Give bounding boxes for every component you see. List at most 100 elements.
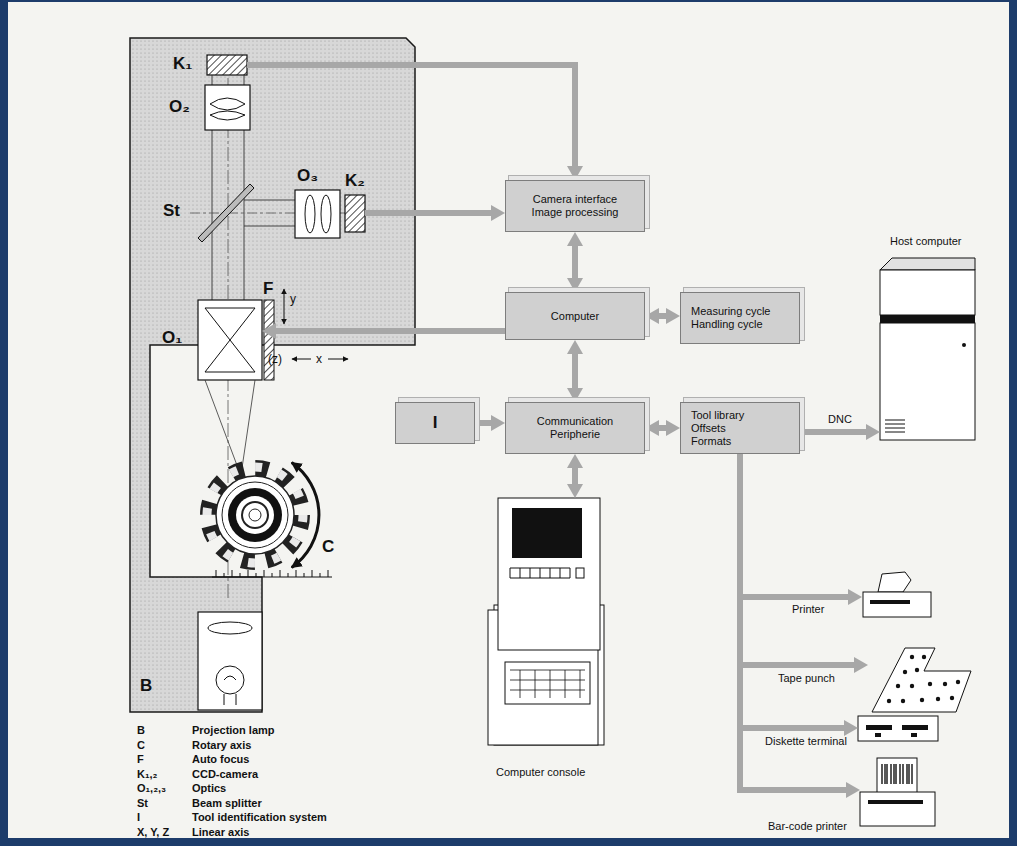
- cutter-body: [222, 482, 288, 548]
- connector-arrow: [740, 454, 860, 798]
- rotary-arrow: [292, 463, 319, 568]
- computer-console-icon: [488, 498, 604, 745]
- arrow-head: [567, 454, 583, 468]
- process-box: Computer: [505, 292, 645, 340]
- arrow-head: [262, 323, 276, 339]
- connector-arrow: [740, 454, 858, 736]
- part-label: B: [140, 676, 152, 696]
- legend-code: O₁,₂,₃: [137, 782, 166, 795]
- disk-button: [911, 733, 917, 737]
- cutter-bore: [249, 509, 261, 521]
- console-monitor: [498, 498, 600, 650]
- connector-arrow: [567, 232, 583, 292]
- optical-axis: [190, 213, 295, 214]
- diskette-terminal: Diskette terminal: [858, 716, 938, 742]
- legend-text: Optics: [192, 782, 226, 795]
- connector-line: [740, 454, 858, 665]
- optics: [205, 85, 250, 130]
- tape-holes: [887, 655, 960, 703]
- legend-text: Tool identification system: [192, 811, 327, 824]
- printer-slot: [870, 600, 910, 604]
- scale-ticks: [212, 570, 332, 577]
- connector-arrow: [475, 415, 505, 431]
- host-vents: [885, 420, 905, 432]
- optics: [295, 190, 340, 238]
- legend-text: Auto focus: [192, 753, 249, 766]
- axis-label: (z): [268, 352, 282, 366]
- printer-paper: [878, 572, 911, 592]
- beam-line: [244, 226, 295, 227]
- connector-line: [272, 328, 505, 334]
- disk-body: [858, 716, 938, 741]
- host-top: [880, 258, 975, 270]
- printer-slot: [868, 800, 923, 804]
- disk-slot: [866, 725, 892, 730]
- ccd-camera: [345, 195, 365, 232]
- connector-line: [365, 210, 495, 216]
- barcode-printer: Bar-code printer: [860, 758, 935, 828]
- diskette-terminal-icon: [858, 716, 938, 741]
- lamp-part: B: [198, 612, 262, 710]
- legend-code: I: [137, 811, 140, 824]
- arrow-head: [567, 166, 583, 180]
- legend-code: X, Y, Z: [137, 826, 169, 839]
- host-lower: [880, 323, 975, 440]
- box-text: Computer: [551, 310, 599, 323]
- legend-text: Beam splitter: [192, 797, 262, 810]
- connector-arrow: [247, 65, 583, 180]
- device-caption: Printer: [792, 603, 824, 616]
- host-led: [962, 343, 966, 347]
- optics-part: O₃: [295, 190, 340, 238]
- beam-line: [244, 200, 295, 201]
- axis-arrow: [284, 289, 285, 324]
- connector-arrow: [800, 424, 880, 440]
- cutter-teeth: [207, 467, 303, 563]
- ccd-camera-part: K₂: [345, 195, 365, 232]
- lens: [210, 98, 245, 110]
- beam-line: [212, 130, 213, 300]
- device-caption: Bar-code printer: [768, 820, 847, 833]
- label-paper: [877, 758, 917, 796]
- box-text: Tool library Offsets Formats: [691, 409, 757, 448]
- arrow-head: [491, 205, 505, 221]
- cutter-bore: [242, 502, 268, 528]
- arrow-head: [666, 308, 680, 324]
- host-band: [880, 315, 975, 323]
- connector-arrow: [645, 420, 680, 436]
- legend-text: Projection lamp: [192, 724, 275, 737]
- legend-code: F: [137, 753, 144, 766]
- beam-line: [244, 130, 245, 300]
- connector-line: [740, 454, 852, 597]
- lens-cross: [205, 308, 255, 372]
- console-button: [576, 568, 584, 578]
- beam-line: [244, 75, 245, 85]
- barcode: [882, 764, 912, 784]
- arrow-head: [844, 720, 858, 736]
- cutter-body: [216, 476, 294, 554]
- legend-text: Linear axis: [192, 826, 249, 839]
- light-cone: [205, 380, 255, 468]
- device-caption: Diskette terminal: [765, 735, 847, 748]
- arrow-head: [491, 415, 505, 431]
- tape-punch: Tape punch: [868, 645, 973, 715]
- host-upper: [880, 270, 975, 315]
- process-box: Tool library Offsets Formats: [680, 402, 800, 454]
- host-computer-icon: [880, 258, 975, 440]
- lamp-filament: [224, 676, 236, 705]
- arrow-head: [567, 340, 583, 354]
- connector-arrow: [567, 454, 583, 498]
- axis-label: C: [322, 537, 334, 557]
- box-text: Communication Peripherie: [527, 415, 623, 441]
- optical-axis: [340, 213, 345, 214]
- axis-label: y: [290, 292, 296, 306]
- part-label: St: [163, 201, 180, 221]
- arrow-head: [848, 589, 862, 605]
- host-computer: Host computer: [880, 255, 975, 440]
- optics-part: O₁: [198, 300, 262, 380]
- console-keys: [510, 670, 585, 698]
- cutter-ring: [228, 488, 282, 542]
- disk-slot: [902, 725, 928, 730]
- disk-button: [875, 733, 881, 737]
- connector-line: [800, 429, 870, 435]
